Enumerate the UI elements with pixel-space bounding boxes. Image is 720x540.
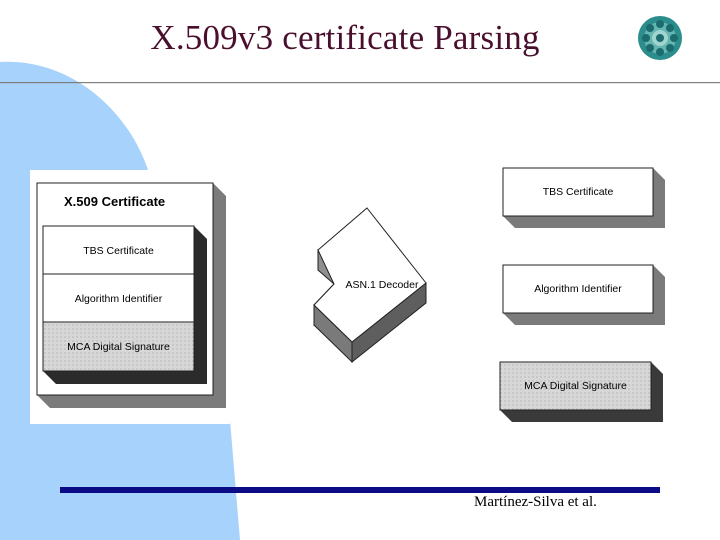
- output-signature-label: MCA Digital Signature: [524, 380, 627, 392]
- output-tbs-label: TBS Certificate: [543, 186, 614, 198]
- asn1-decoder-shape: ASN.1 Decoder: [313, 207, 427, 364]
- institution-logo-icon: [638, 16, 682, 60]
- cert-field-tbs: TBS Certificate: [83, 245, 154, 257]
- certificate-diagram: X.509 Certificate TBS Certificate Algori…: [36, 182, 226, 408]
- footer-credit: Martínez-Silva et al.: [474, 494, 597, 510]
- output-algorithm-label: Algorithm Identifier: [534, 283, 622, 295]
- output-tbs-certificate: TBS Certificate: [502, 167, 665, 228]
- output-mca-signature: MCA Digital Signature: [499, 361, 663, 422]
- footer-rule: [60, 487, 660, 493]
- cert-field-algorithm: Algorithm Identifier: [75, 293, 163, 305]
- slide-title: X.509v3 certificate Parsing: [150, 18, 540, 57]
- cert-field-signature: MCA Digital Signature: [67, 341, 170, 353]
- output-algorithm-identifier: Algorithm Identifier: [502, 264, 665, 325]
- certificate-heading: X.509 Certificate: [64, 194, 165, 209]
- decoder-label: ASN.1 Decoder: [346, 279, 419, 291]
